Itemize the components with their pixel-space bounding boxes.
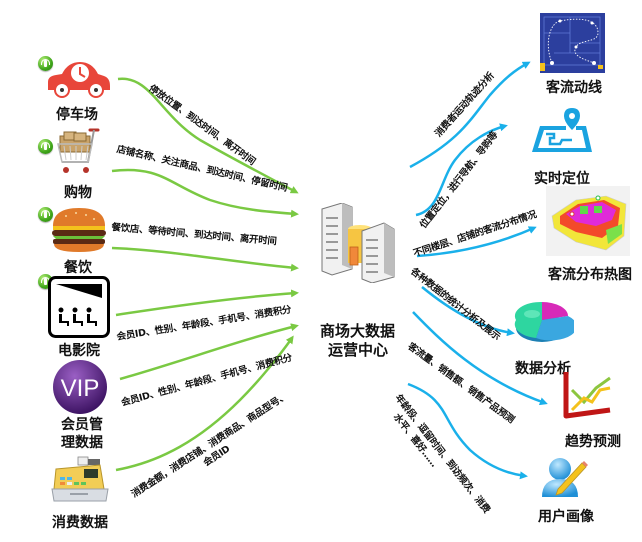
- source-label-consumption: 消费数据: [52, 515, 108, 531]
- output-label-profile: 用户画像: [538, 509, 594, 525]
- cinema-icon: [48, 276, 110, 338]
- signal-icon: [38, 56, 53, 71]
- burger-icon: [52, 208, 106, 252]
- flow-arrow-trend: [412, 311, 548, 406]
- trend-chart-icon: [563, 372, 611, 419]
- vip-icon: VIP: [53, 360, 107, 414]
- flow-arrow-analysis: [421, 286, 515, 337]
- signal-icon: [38, 139, 53, 154]
- data-center-server-icon: [321, 203, 395, 283]
- source-label-shopping: 购物: [64, 185, 92, 201]
- signal-icon: [38, 207, 53, 222]
- flow-arrow-location: [415, 123, 508, 217]
- flow-arrow-consumption: [115, 335, 294, 472]
- flow-arrow-flowmap: [409, 61, 531, 169]
- user-profile-icon: [542, 458, 588, 497]
- source-label-parking: 停车场: [56, 107, 98, 123]
- source-label-cinema: 电影院: [58, 343, 100, 359]
- flow-arrow-shopping: [111, 168, 299, 218]
- flow-arrow-parking: [117, 77, 299, 194]
- center-title-line1: 商场大数据: [320, 322, 396, 340]
- output-label-location: 实时定位: [534, 171, 590, 187]
- output-label-analysis: 数据分析: [515, 361, 571, 377]
- center-title-line2: 运营中心: [328, 341, 389, 359]
- shopping-cart-icon: [57, 128, 100, 173]
- source-label-vip-line1: 会员管: [61, 417, 103, 433]
- flow-arrow-heatmap: [416, 226, 537, 258]
- flow-map-icon: [540, 13, 605, 73]
- source-label-dining: 餐饮: [64, 260, 92, 276]
- flow-arrow-vip: [119, 323, 299, 381]
- cash-register-icon: [51, 456, 109, 502]
- output-label-flowmap: 客流动线: [546, 80, 602, 96]
- flow-arrow-cinema: [115, 289, 299, 317]
- location-map-icon: [532, 108, 592, 152]
- output-label-heatmap: 客流分布热图: [548, 267, 632, 283]
- heatmap-icon: [546, 186, 630, 256]
- pie-chart-icon: [514, 301, 574, 342]
- vip-icon-text: VIP: [61, 375, 100, 402]
- flow-arrow-profile: [407, 382, 528, 480]
- flow-arrow-dining: [111, 246, 299, 272]
- source-label-vip-line2: 理数据: [61, 435, 103, 451]
- output-label-trend: 趋势预测: [565, 434, 621, 450]
- car-clock-icon: [48, 62, 110, 98]
